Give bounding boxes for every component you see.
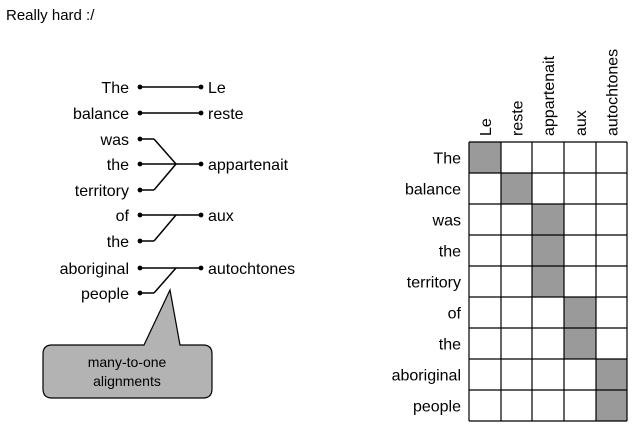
empty-cell <box>564 173 596 204</box>
target-dot <box>198 212 204 218</box>
filled-cell <box>596 390 627 421</box>
callout-line2: alignments <box>93 373 161 389</box>
source-dot <box>137 187 143 193</box>
empty-cell <box>501 142 532 173</box>
row-label: the <box>439 244 461 261</box>
row-label: aboriginal <box>392 368 461 385</box>
filled-cell <box>564 297 596 328</box>
filled-cell <box>564 328 596 359</box>
target-word: reste <box>208 106 244 123</box>
source-dot <box>137 110 143 116</box>
alignment-link <box>153 138 177 165</box>
filled-cell <box>596 359 627 390</box>
empty-cell <box>501 359 532 390</box>
empty-cell <box>596 173 627 204</box>
empty-cell <box>501 328 532 359</box>
empty-cell <box>532 359 564 390</box>
column-label: appartenait <box>541 55 558 136</box>
empty-cell <box>564 235 596 266</box>
empty-cell <box>596 328 627 359</box>
empty-cell <box>532 142 564 173</box>
row-label: territory <box>407 275 461 292</box>
empty-cell <box>532 328 564 359</box>
empty-cell <box>532 173 564 204</box>
empty-cell <box>564 390 596 421</box>
filled-cell <box>469 142 501 173</box>
target-word: appartenait <box>208 157 289 174</box>
column-label: autochtones <box>605 49 622 136</box>
source-word: people <box>81 286 129 303</box>
empty-cell <box>501 266 532 297</box>
source-word: was <box>100 132 129 149</box>
filled-cell <box>501 173 532 204</box>
target-word: aux <box>208 208 234 225</box>
empty-cell <box>501 390 532 421</box>
source-dot <box>137 290 143 296</box>
row-label: of <box>448 306 462 323</box>
alignment-matrix: The balance was the territory of the aboriginal… <box>392 49 628 422</box>
callout: many-to-one alignments <box>42 288 213 399</box>
empty-cell <box>501 235 532 266</box>
source-word: the <box>107 157 129 174</box>
target-word: autochtones <box>208 261 295 278</box>
empty-cell <box>564 359 596 390</box>
source-dot <box>137 212 143 218</box>
target-dot <box>198 161 204 167</box>
empty-cell <box>469 328 501 359</box>
filled-cell <box>532 266 564 297</box>
column-label: reste <box>510 100 527 136</box>
alignment-link <box>153 214 177 242</box>
empty-cell <box>469 235 501 266</box>
row-label: The <box>433 151 461 168</box>
empty-cell <box>596 235 627 266</box>
source-dot <box>137 136 143 142</box>
source-word: The <box>101 80 129 97</box>
source-word: balance <box>73 106 129 123</box>
empty-cell <box>469 173 501 204</box>
empty-cell <box>469 297 501 328</box>
row-label: was <box>432 213 461 230</box>
filled-cell <box>532 235 564 266</box>
target-dot <box>198 110 204 116</box>
empty-cell <box>596 266 627 297</box>
row-label: people <box>413 399 461 416</box>
page-heading: Really hard :/ <box>6 7 95 24</box>
target-word: Le <box>208 80 226 97</box>
target-dot <box>198 265 204 271</box>
empty-cell <box>596 142 627 173</box>
empty-cell <box>596 204 627 235</box>
column-label: Le <box>478 118 495 136</box>
callout-bubble <box>42 288 213 399</box>
source-word: the <box>107 234 129 251</box>
source-word: aboriginal <box>60 261 129 278</box>
word-alignment-diagram: The balance was the territory of the aboriginal… <box>60 80 296 303</box>
empty-cell <box>469 359 501 390</box>
source-word: territory <box>75 183 129 200</box>
alignment-link <box>153 267 177 294</box>
filled-cell <box>532 204 564 235</box>
source-dot <box>137 84 143 90</box>
empty-cell <box>469 266 501 297</box>
row-label: the <box>439 337 461 354</box>
empty-cell <box>564 204 596 235</box>
target-dot <box>198 84 204 90</box>
row-label: balance <box>405 182 461 199</box>
column-label: aux <box>573 110 590 136</box>
source-dot <box>137 238 143 244</box>
source-dot <box>137 161 143 167</box>
alignment-link <box>153 163 177 191</box>
empty-cell <box>532 390 564 421</box>
empty-cell <box>532 297 564 328</box>
empty-cell <box>501 297 532 328</box>
empty-cell <box>469 204 501 235</box>
empty-cell <box>469 390 501 421</box>
callout-line1: many-to-one <box>88 354 167 370</box>
empty-cell <box>501 204 532 235</box>
source-word: of <box>116 208 130 225</box>
empty-cell <box>564 266 596 297</box>
empty-cell <box>564 142 596 173</box>
source-dot <box>137 265 143 271</box>
empty-cell <box>596 297 627 328</box>
